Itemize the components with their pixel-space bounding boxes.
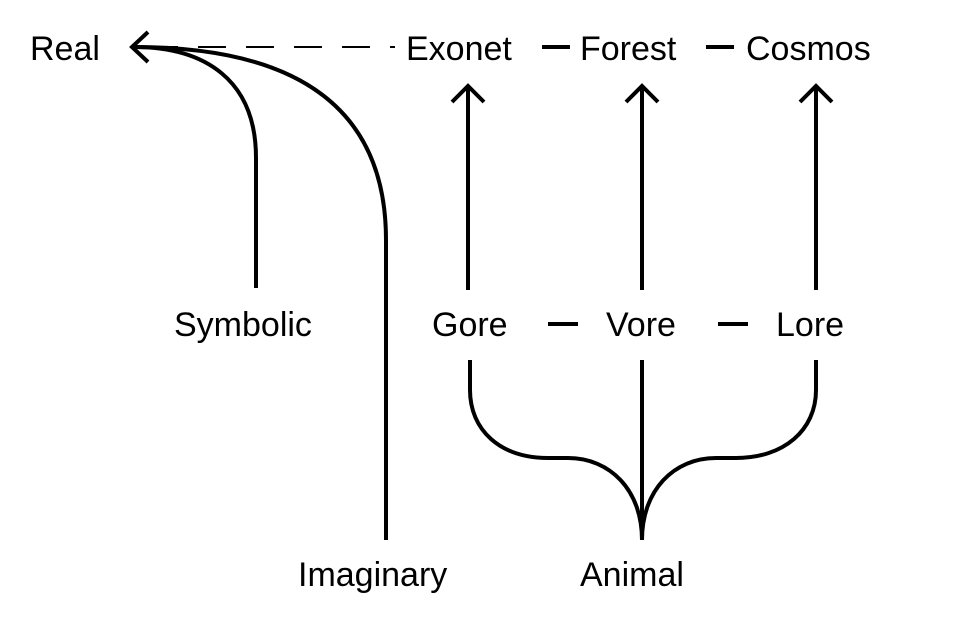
label-lore: Lore — [776, 306, 844, 344]
label-cosmos: Cosmos — [746, 30, 871, 68]
label-gore: Gore — [432, 306, 508, 344]
connector-imaginary-real — [133, 45, 388, 540]
label-exonet: Exonet — [406, 30, 512, 68]
arrowhead-cosmos — [798, 83, 834, 104]
arrowhead-real — [129, 30, 150, 64]
label-imaginary: Imaginary — [298, 556, 447, 594]
connector-symbolic-real — [133, 45, 258, 288]
arrowhead-exonet — [450, 83, 486, 104]
connector-animal-gore — [468, 360, 644, 541]
arrowhead-forest — [624, 83, 660, 104]
label-symbolic: Symbolic — [174, 306, 312, 344]
connector-animal-lore — [640, 360, 818, 541]
label-animal: Animal — [580, 556, 684, 594]
label-vore: Vore — [606, 306, 676, 344]
label-real: Real — [30, 30, 100, 68]
label-forest: Forest — [580, 30, 677, 68]
